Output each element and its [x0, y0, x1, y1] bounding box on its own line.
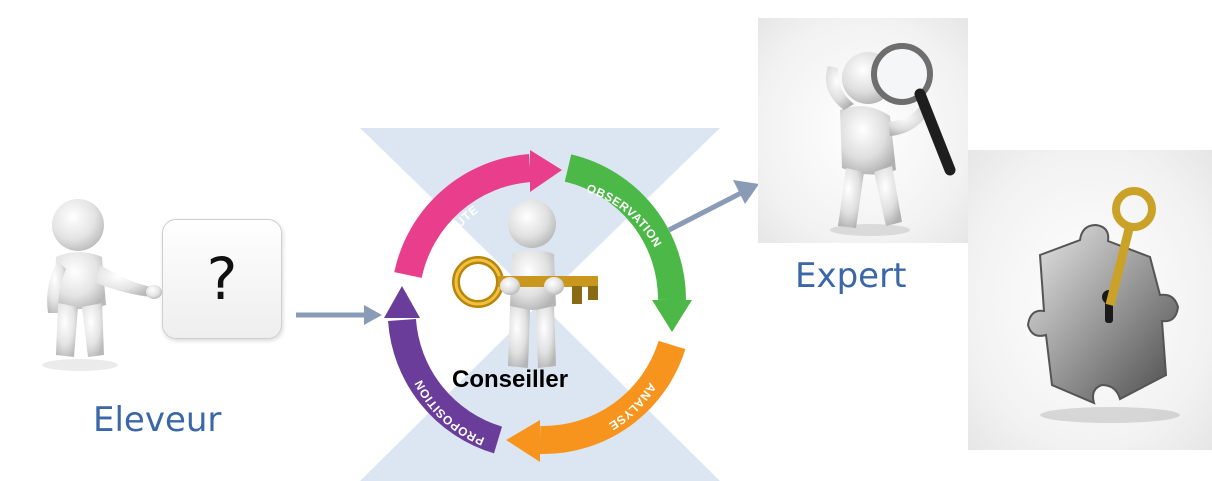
- person-with-key-icon: [452, 200, 598, 368]
- arrow-to-conseiller-icon: [296, 305, 382, 325]
- arrow-to-expert-icon: [667, 180, 759, 233]
- question-box: ?: [162, 219, 282, 339]
- cycle-ring: ECOUTE OBSERVATION ANALYSE PROPOSITION: [384, 150, 692, 462]
- question-mark: ?: [206, 245, 238, 313]
- eleveur-figure-icon: [42, 199, 162, 371]
- conseiller-label: Conseiller: [452, 366, 569, 393]
- puzzle-key-icon: [1026, 187, 1180, 423]
- person-with-magnifier-icon: [826, 43, 956, 236]
- expert-label: Expert: [795, 256, 907, 296]
- eleveur-label: Eleveur: [93, 400, 222, 440]
